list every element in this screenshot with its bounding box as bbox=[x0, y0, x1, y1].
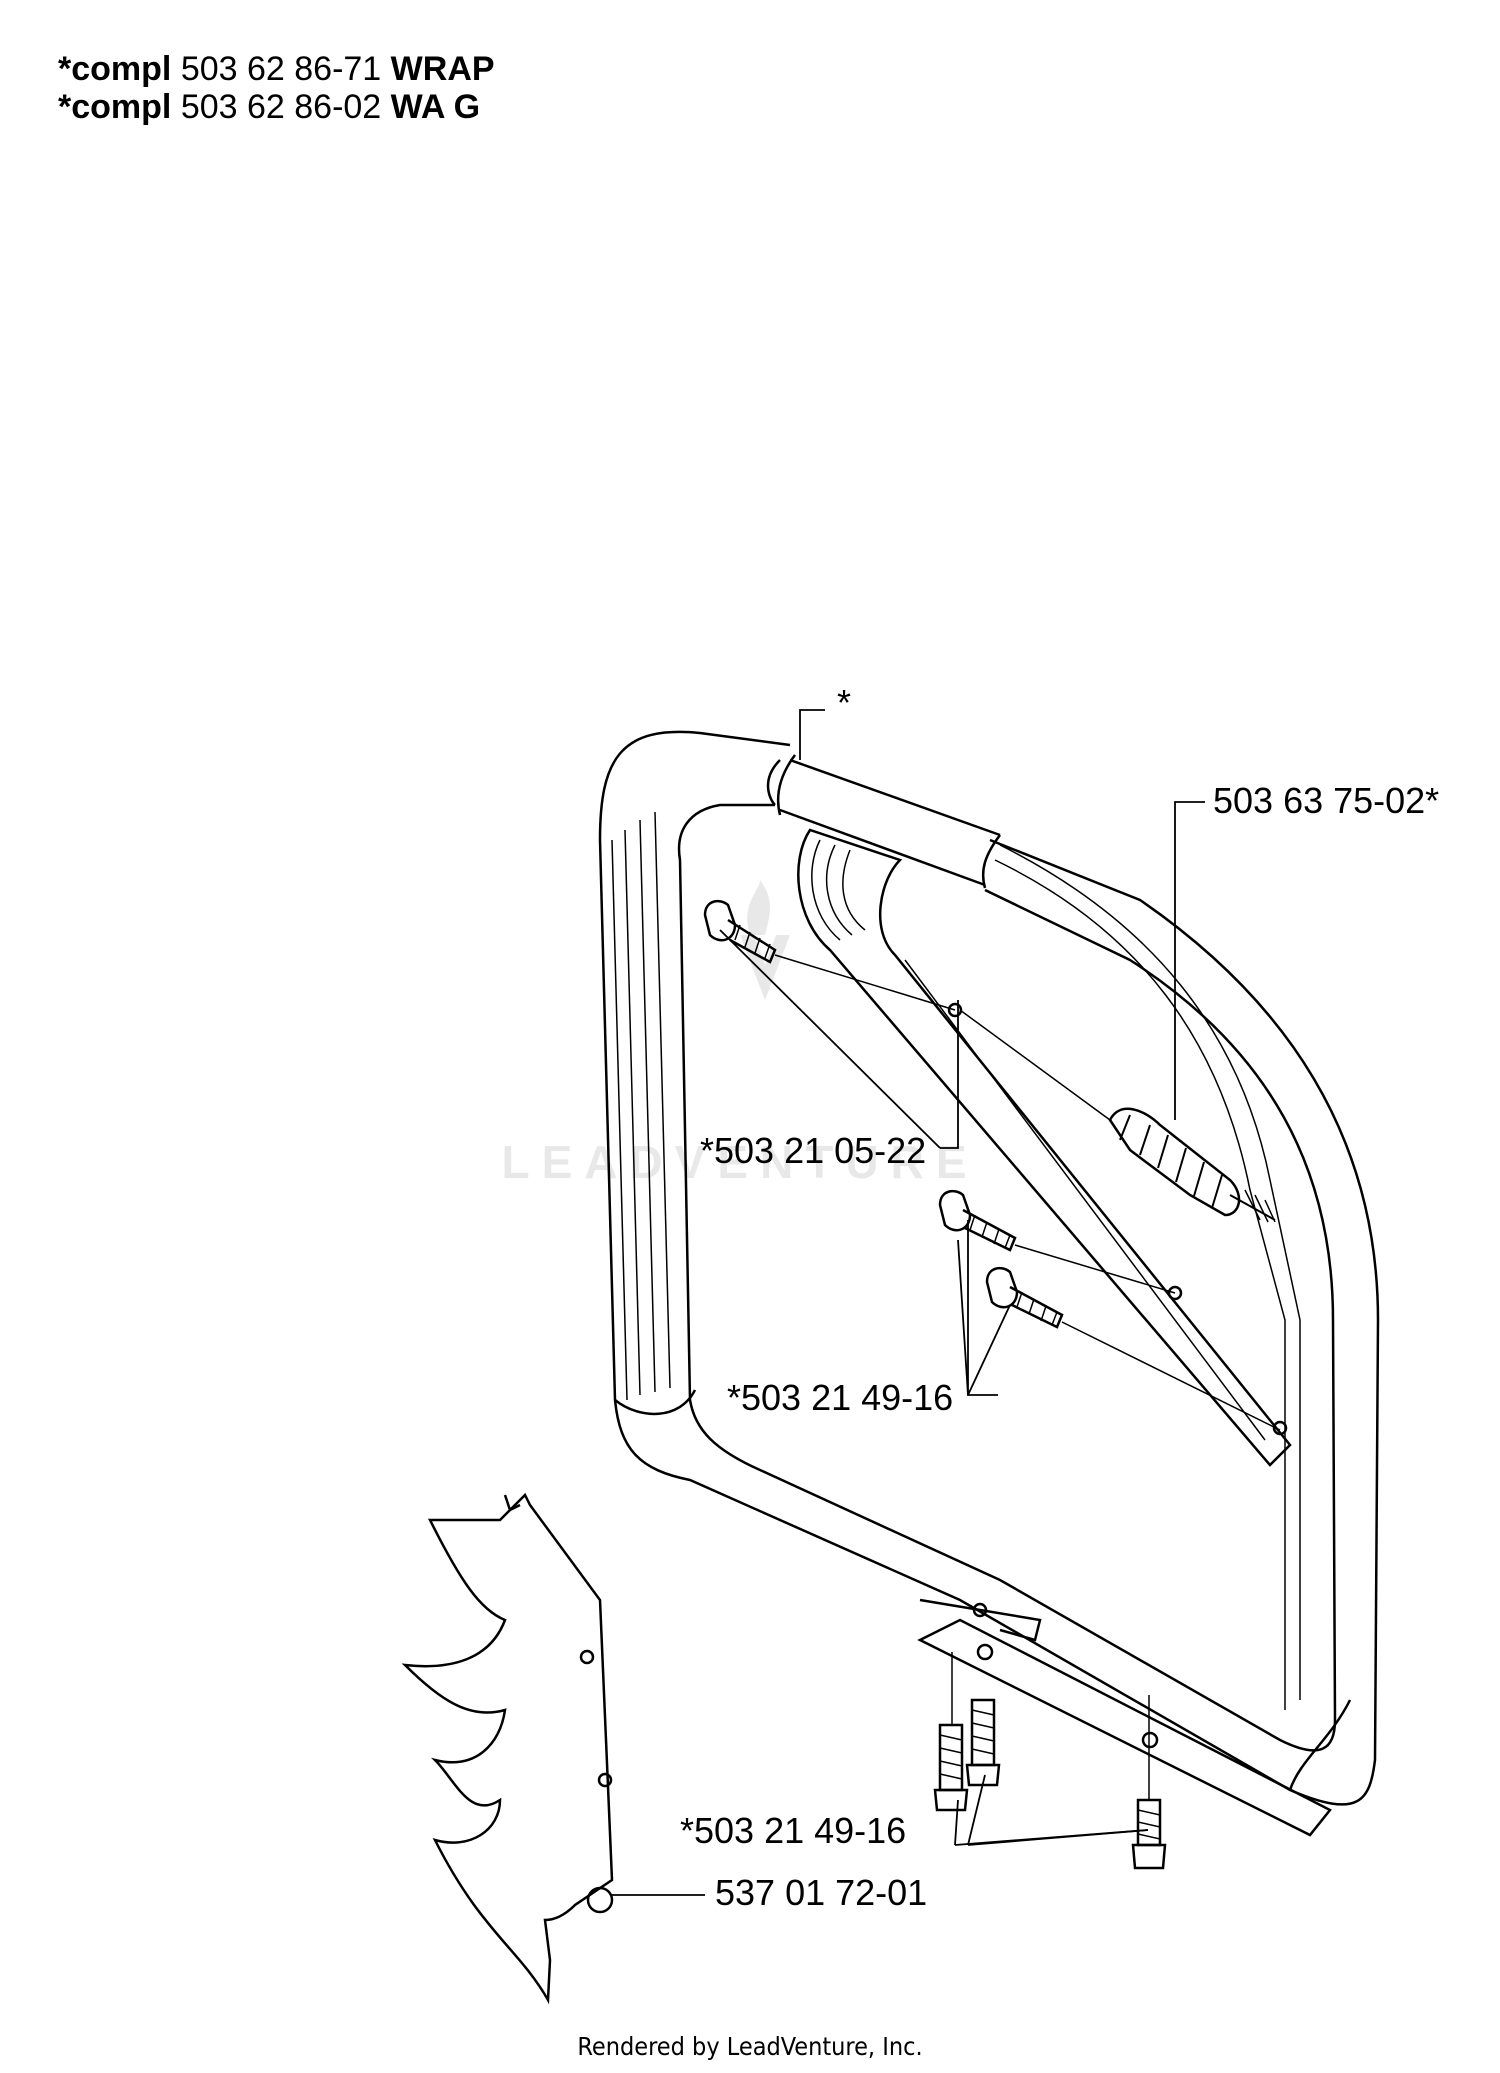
header-suffix-1: WRAP bbox=[390, 50, 495, 88]
footer-credit: Rendered by LeadVenture, Inc. bbox=[577, 2032, 923, 2061]
screws-bottom bbox=[933, 1652, 1167, 1870]
screws-mid bbox=[938, 1189, 1281, 1431]
header-part-1: 503 62 86-71 bbox=[180, 50, 382, 88]
header-suffix-2: WA G bbox=[390, 88, 481, 126]
header-prefix-1: *compl bbox=[58, 50, 172, 88]
header-row-1: *compl 503 62 86-71 WRAP bbox=[58, 50, 495, 88]
header-part-2: 503 62 86-02 bbox=[180, 88, 382, 126]
callout-screws-mid: *503 21 49-16 bbox=[727, 1377, 953, 1418]
screw-upper bbox=[703, 899, 956, 1011]
leadventure-watermark: LEADVENTURE bbox=[501, 880, 978, 1188]
callout-dampener: 503 63 75-02* bbox=[1213, 780, 1439, 821]
front-handle-bar bbox=[598, 730, 1380, 1837]
spike-bumper bbox=[401, 1492, 614, 2005]
vibration-dampener bbox=[959, 1009, 1276, 1223]
callout-screws-bottom: *503 21 49-16 bbox=[680, 1810, 906, 1851]
callout-spike-bumper: 537 01 72-01 bbox=[715, 1872, 927, 1913]
leader-lines bbox=[610, 709, 1205, 1896]
support-arm bbox=[797, 828, 1292, 1467]
header-prefix-2: *compl bbox=[58, 88, 172, 126]
watermark-text: LEADVENTURE bbox=[501, 1136, 978, 1188]
header-row-2: *compl 503 62 86-02 WA G bbox=[58, 88, 495, 126]
callout-handle-star: * bbox=[837, 682, 851, 723]
header-title-block: *compl 503 62 86-71 WRAP *compl 503 62 8… bbox=[58, 50, 495, 126]
callout-screw-upper: *503 21 05-22 bbox=[700, 1130, 926, 1171]
